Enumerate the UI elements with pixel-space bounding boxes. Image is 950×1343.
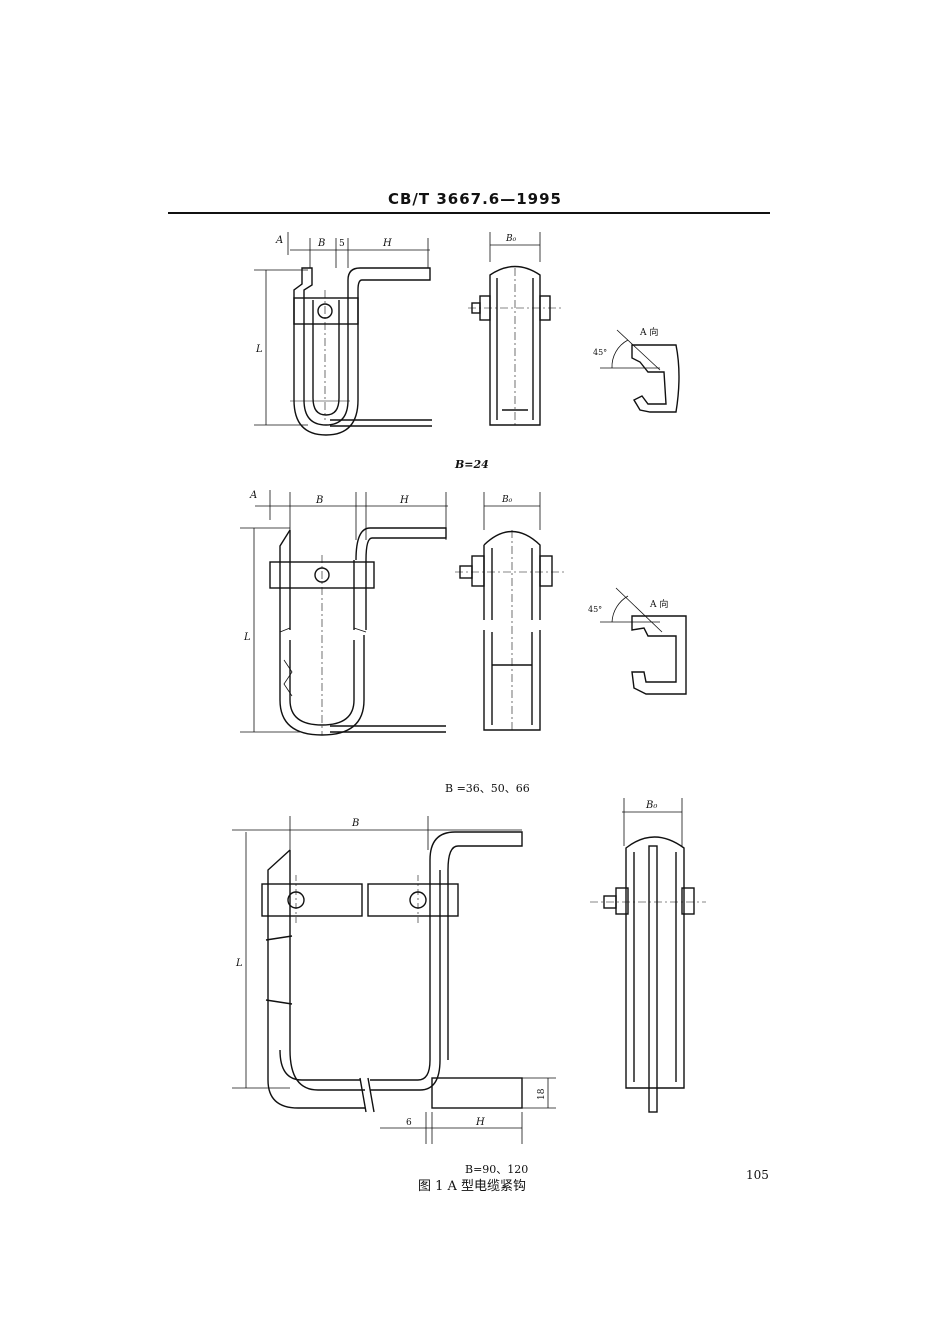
panel2-a-view — [600, 587, 687, 695]
page-header: CB/T 3667.6—1995 — [0, 190, 950, 220]
p1-dim-b0: B₀ — [505, 234, 517, 244]
standard-number: CB/T 3667.6—1995 — [387, 190, 562, 208]
p1-view-label: A 向 — [639, 326, 658, 338]
dimension-labels: A B 5 H L B₀ A 向 45° A B H L B₀ A 向 45° … — [235, 234, 668, 1128]
p2-dim-l: L — [243, 632, 251, 643]
p2-view-label: A 向 — [649, 598, 668, 610]
page-number: 105 — [746, 1168, 769, 1182]
p3-dim-h: H — [475, 1117, 485, 1128]
p2-dim-b: B — [315, 495, 323, 506]
p2-angle-label: 45° — [588, 605, 602, 614]
p2-dim-a: A — [249, 490, 257, 501]
p1-dim-b: B — [317, 238, 325, 249]
panel2-side-view — [455, 492, 565, 731]
panel1-a-view — [600, 329, 680, 413]
panel1-front-view — [254, 232, 432, 436]
p3-dim-b0: B₀ — [645, 800, 657, 811]
p3-dim-6: 6 — [406, 1118, 412, 1128]
panel3-side-view — [590, 798, 706, 1113]
p1-dim-l: L — [255, 344, 263, 355]
p3-dim-18: 18 — [537, 1088, 547, 1100]
panel2-caption: B =36、50、66 — [445, 782, 530, 795]
panel1-side-view — [468, 232, 562, 426]
p3-dim-l: L — [235, 958, 243, 969]
p1-dim-h: H — [382, 238, 392, 249]
panel3-caption: B=90、120 — [465, 1163, 529, 1176]
panel1-caption: B=24 — [455, 458, 489, 471]
panel3-front-view — [232, 816, 556, 1144]
header-rule — [168, 212, 770, 214]
p2-dim-h: H — [399, 495, 409, 506]
panel2-front-view — [240, 490, 448, 736]
p1-dim-a: A — [275, 235, 283, 246]
p3-dim-b: B — [351, 818, 359, 829]
p1-angle-label: 45° — [593, 348, 607, 357]
p1-dim-5: 5 — [339, 239, 345, 249]
p2-dim-b0: B₀ — [501, 495, 513, 505]
figure-title: 图 1 A 型电缆紧钩 — [418, 1179, 527, 1194]
